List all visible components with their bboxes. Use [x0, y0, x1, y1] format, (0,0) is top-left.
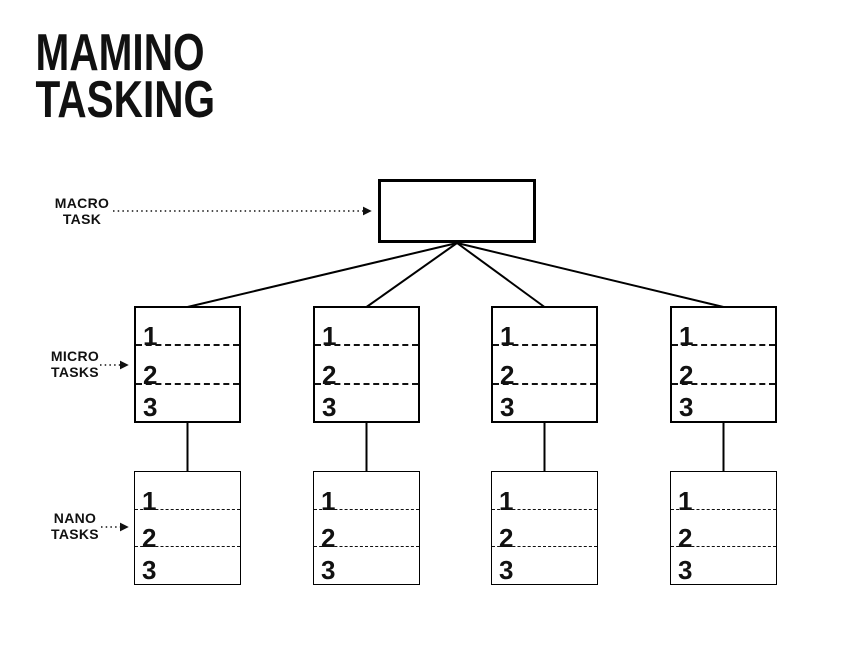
- task-number: 2: [321, 523, 336, 554]
- micro-task-box-4: 1 2 3: [670, 306, 777, 423]
- task-row: 3: [493, 385, 596, 421]
- macro-task-label-line-1: MACRO: [54, 195, 110, 211]
- task-row: 3: [136, 385, 239, 421]
- task-row: 3: [135, 547, 240, 584]
- task-number: 2: [499, 523, 514, 554]
- fan-line-2: [365, 242, 458, 308]
- task-number: 1: [321, 485, 336, 516]
- task-row: 2: [135, 510, 240, 554]
- nano-task-box-1: 1 2 3: [134, 471, 241, 585]
- macro-task-label-line-2: TASK: [62, 211, 102, 227]
- task-number: 3: [142, 555, 157, 586]
- micro-task-box-1: 1 2 3: [134, 306, 241, 423]
- task-number: 3: [322, 391, 337, 422]
- task-number: 2: [500, 359, 515, 390]
- task-number: 1: [678, 485, 693, 516]
- task-number: 1: [322, 321, 337, 352]
- task-row: 1: [314, 472, 419, 514]
- macro-task-label: MACRO TASK: [27, 195, 137, 227]
- task-number: 1: [142, 485, 157, 516]
- task-number: 2: [143, 359, 158, 390]
- task-row: 1: [672, 308, 775, 352]
- macro-task-box: [378, 179, 536, 243]
- task-row: 3: [672, 385, 775, 421]
- task-row: 1: [671, 472, 776, 514]
- fan-line-1: [187, 242, 458, 308]
- task-row: 1: [136, 308, 239, 352]
- task-row: 2: [492, 510, 597, 554]
- fan-line-4: [456, 242, 724, 308]
- task-row: 1: [315, 308, 418, 352]
- task-row: 3: [671, 547, 776, 584]
- task-number: 1: [143, 321, 158, 352]
- task-number: 1: [499, 485, 514, 516]
- task-row: 1: [493, 308, 596, 352]
- micro-task-box-2: 1 2 3: [313, 306, 420, 423]
- task-number: 2: [142, 523, 157, 554]
- task-row: 3: [492, 547, 597, 584]
- task-row: 1: [492, 472, 597, 514]
- task-number: 3: [500, 391, 515, 422]
- page-title: MAMINO TASKING: [14, 24, 216, 129]
- nano-task-box-2: 1 2 3: [313, 471, 420, 585]
- nano-tasks-label: NANO TASKS: [20, 510, 130, 542]
- task-row: 2: [314, 510, 419, 554]
- task-row: 2: [672, 346, 775, 388]
- micro-tasks-label-line-2: TASKS: [51, 364, 99, 380]
- task-number: 1: [679, 321, 694, 352]
- task-row: 2: [315, 346, 418, 388]
- task-row: 1: [135, 472, 240, 514]
- task-number: 3: [143, 391, 158, 422]
- micro-tasks-label-line-1: MICRO: [50, 348, 100, 364]
- task-number: 2: [679, 359, 694, 390]
- task-number: 3: [678, 555, 693, 586]
- task-number: 3: [499, 555, 514, 586]
- task-number: 1: [500, 321, 515, 352]
- task-number: 2: [322, 359, 337, 390]
- task-row: 2: [136, 346, 239, 388]
- task-row: 2: [493, 346, 596, 388]
- task-row: 3: [315, 385, 418, 421]
- micro-tasks-label: MICRO TASKS: [20, 348, 130, 380]
- micro-task-box-3: 1 2 3: [491, 306, 598, 423]
- task-number: 3: [679, 391, 694, 422]
- page-title-line-2: TASKING: [35, 71, 216, 129]
- fan-line-3: [456, 242, 546, 308]
- task-number: 3: [321, 555, 336, 586]
- nano-task-box-4: 1 2 3: [670, 471, 777, 585]
- nano-task-box-3: 1 2 3: [491, 471, 598, 585]
- nano-tasks-label-line-2: TASKS: [51, 526, 99, 542]
- nano-tasks-label-line-1: NANO: [53, 510, 97, 526]
- task-row: 3: [314, 547, 419, 584]
- task-number: 2: [678, 523, 693, 554]
- page-title-line-1: MAMINO: [35, 24, 205, 82]
- task-row: 2: [671, 510, 776, 554]
